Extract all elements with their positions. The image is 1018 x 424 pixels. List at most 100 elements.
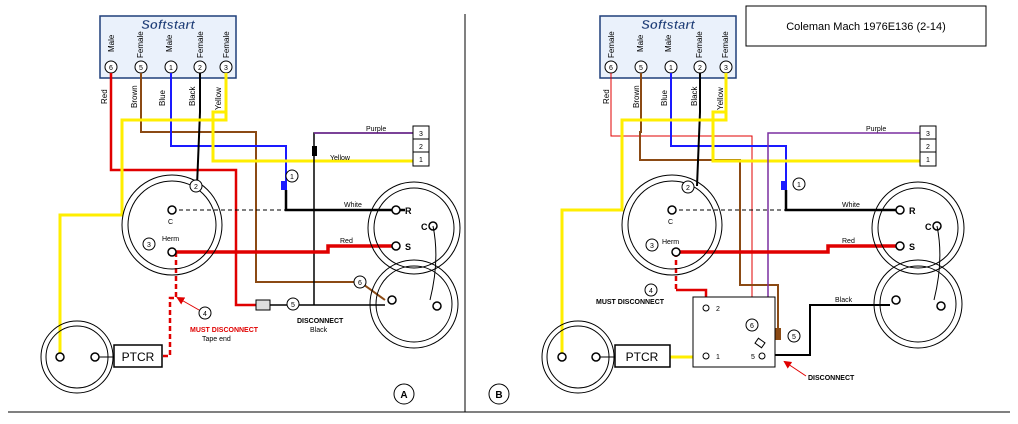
gender-a-0: Male [107,34,116,52]
svg-text:B: B [495,390,502,401]
run-capacitor-a: R S C [367,181,461,301]
panel-b: Softstart Female Male Male Female Female… [488,15,965,405]
marker-b-5: 5 [787,329,801,343]
marker-b-2: 2 [681,180,695,194]
block-b-row-2: 2 [926,144,930,151]
svg-text:A: A [400,390,407,401]
wire-label-a-yellow: Yellow [214,87,223,110]
gender-a-2: Male [165,34,174,52]
connector-b-blue [781,181,787,190]
marker-a-5: 5 [286,297,300,311]
svg-text:4: 4 [203,311,207,318]
marker-a-6: 6 [353,275,367,289]
wire-b-blue [670,73,787,182]
wire-label-b-yellow: Yellow [716,87,725,110]
gender-b-0: Female [607,31,616,58]
pin-b-2: 2 [698,65,702,72]
ptcr-b-t5: 5 [751,354,755,361]
marker-b-1: 1 [792,177,806,191]
terminal-a-herm: Herm [162,236,179,243]
terminal-b-s: S [909,242,915,252]
svg-text:5: 5 [792,334,796,341]
wire-a-red-dashed [137,252,178,358]
note-a-disconnect: DISCONNECT [297,318,344,325]
gender-a-1: Female [136,31,145,58]
terminal-a-c: C [168,219,173,226]
ptcr-b: PTCR [614,344,671,368]
wire-a-brown [140,73,386,301]
gender-b-1: Male [636,34,645,52]
marker-a-2: 2 [189,179,203,193]
label-b-red: Red [842,238,855,245]
wire-a-red [109,73,262,307]
terminal-a-r: R [405,206,412,216]
note-a-tape-end: Tape end [202,336,231,343]
panel-a-badge: A [393,383,415,405]
marker-a-1: 1 [285,169,299,183]
terminal-b-cap-c: C [925,222,932,232]
compressor-b: C Herm [621,174,723,276]
wire-label-b-red: Red [602,89,611,104]
connector-a-black [312,146,317,156]
wire-b-yellow-to-block [711,110,920,163]
terminal-b-c: C [668,219,673,226]
ptcr-b-label: PTCR [626,350,659,364]
wire-b-purple [767,132,920,348]
pin-b-1: 1 [669,65,673,72]
wire-a-red-run [176,244,396,254]
svg-text:6: 6 [358,280,362,287]
terminal-a-cap-c: C [421,222,428,232]
label-b-purple: Purple [866,126,886,133]
wire-b-red-run [676,244,900,254]
gender-b-2: Male [664,34,673,52]
pin-a-5: 5 [139,65,143,72]
softstart-box-b: Softstart Female Male Male Female Female… [599,15,737,79]
block-b-row-3: 3 [926,131,930,138]
wire-label-a-black: Black [188,85,197,106]
terminal-b-r: R [909,206,916,216]
gender-a-3: Female [196,31,205,58]
connector-a-5 [255,299,271,311]
label-a-red: Red [340,238,353,245]
start-capacitor-b [873,259,963,349]
wire-a-yellow-to-block [211,110,413,163]
svg-text:2: 2 [194,184,198,191]
wire-b-red-thin [610,73,753,340]
label-a-white: White [344,202,362,209]
note-b-disconnect: DISCONNECT [808,375,855,382]
svg-text:3: 3 [147,242,151,249]
wire-label-b-blue: Blue [660,89,669,106]
softstart-box-a: Softstart Male Female Male Female Female… [99,15,237,79]
note-a-must-disconnect: MUST DISCONNECT [190,327,259,334]
svg-text:6: 6 [750,323,754,330]
svg-text:4: 4 [649,288,653,295]
label-a-yellow: Yellow [330,155,351,162]
gender-b-4: Female [721,31,730,58]
svg-text:5: 5 [291,302,295,309]
block-b-row-1: 1 [926,157,930,164]
terminal-block-b: 3 2 1 [919,125,937,167]
terminal-block-a: 3 2 1 [412,125,430,167]
compressor-a: C Herm [121,174,223,276]
wire-label-a-blue: Blue [158,89,167,106]
pin-b-3: 3 [724,65,728,72]
terminal-a-s: S [405,242,411,252]
wire-b-black-softstart [696,73,701,187]
softstart-title-a: Softstart [141,17,195,32]
wire-a-yellow-left [58,73,228,355]
page-title: Coleman Mach 1976E136 (2-14) [786,21,946,33]
ptcr-a: PTCR [113,344,163,368]
block-a-row-1: 1 [419,157,423,164]
marker-a-4: 4 [198,306,212,320]
gender-b-3: Female [695,31,704,58]
pin-a-6: 6 [109,65,113,72]
panel-a: Softstart Male Female Male Female Female… [40,15,461,405]
pin-a-3: 3 [224,65,228,72]
svg-text:3: 3 [650,243,654,250]
label-b-black: Black [835,297,853,304]
panel-b-badge: B [488,383,510,405]
marker-b-3: 3 [645,238,659,252]
title-box: Coleman Mach 1976E136 (2-14) [745,5,987,47]
svg-text:1: 1 [290,174,294,181]
